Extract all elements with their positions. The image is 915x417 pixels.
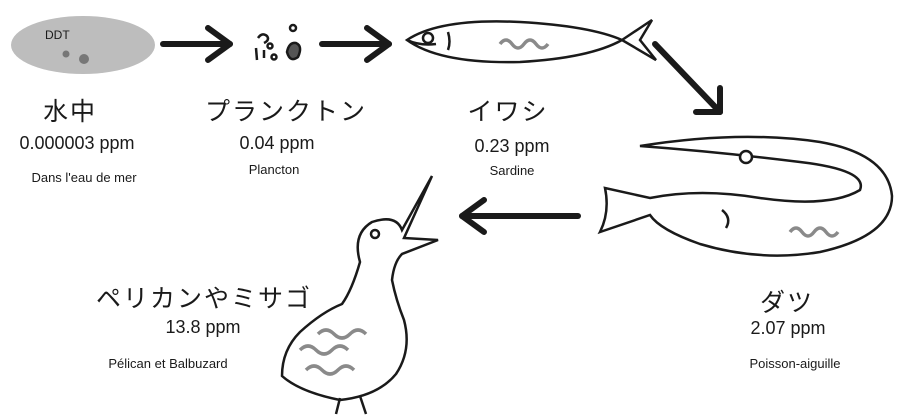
stage-water-name-jp: 水中 (43, 92, 97, 128)
stage-pelican-ppm: 13.8 ppm (165, 317, 240, 338)
needlefish-icon (600, 137, 892, 256)
stage-sardine-name-jp: イワシ (467, 92, 548, 128)
stage-water-ppm: 0.000003 ppm (19, 133, 134, 154)
stage-water-name-fr: Dans l'eau de mer (31, 170, 136, 185)
sardine-icon (407, 20, 656, 62)
water-ellipse (11, 16, 155, 74)
stage-needlefish-name-jp: ダツ (760, 283, 814, 319)
ddt-label: DDT (45, 28, 70, 42)
arrow-down-right-icon (655, 44, 720, 112)
stage-pelican-name-jp: ペリカンやミサゴ (96, 279, 312, 315)
stage-sardine-ppm: 0.23 ppm (474, 136, 549, 157)
plankton-icon (256, 25, 300, 60)
stage-pelican-name-fr: Pélican et Balbuzard (108, 356, 227, 371)
arrow-right-icon (163, 28, 230, 60)
arrow-right-icon (322, 28, 389, 60)
stage-plankton-name-fr: Plancton (249, 162, 300, 177)
stage-plankton-ppm: 0.04 ppm (239, 133, 314, 154)
stage-plankton-name-jp: プランクトン (205, 92, 367, 128)
stage-sardine-name-fr: Sardine (490, 163, 535, 178)
arrow-left-icon (462, 200, 578, 232)
stage-needlefish-ppm: 2.07 ppm (750, 318, 825, 339)
stage-needlefish-name-fr: Poisson-aiguille (749, 356, 840, 371)
